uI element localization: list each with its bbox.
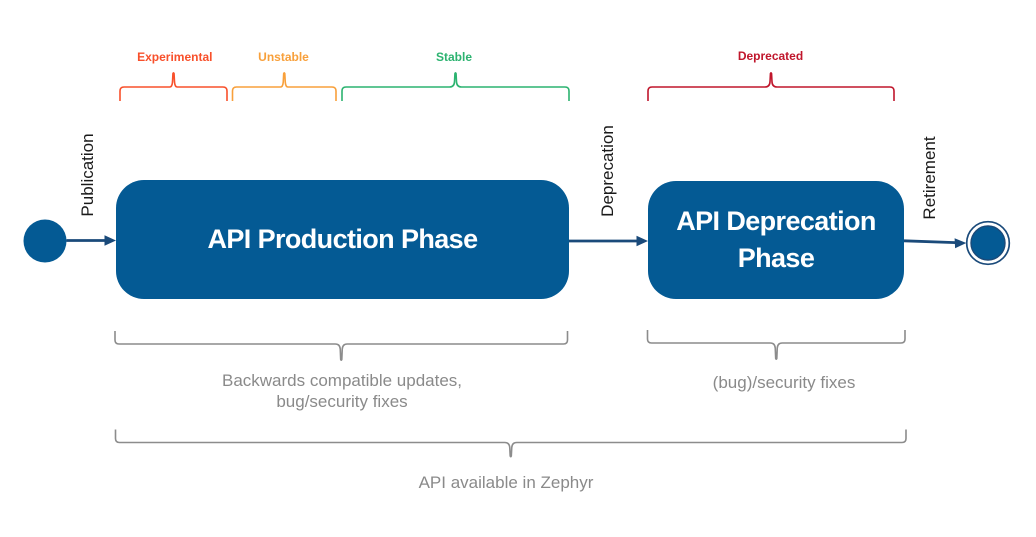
deprecated-label: Deprecated (737, 49, 804, 63)
stable-label: Stable (435, 49, 473, 64)
end-node (965, 220, 1011, 266)
production-note-line2: bug/security fixes (276, 391, 408, 411)
production-note-line1: Backwards compatible updates, (221, 371, 463, 390)
deprecation-label: Deprecation (598, 124, 617, 217)
deprecation-note-brace (646, 330, 906, 361)
production-phase-label: API Production Phase (207, 224, 478, 254)
unstable-label: Unstable (258, 49, 309, 64)
retirement-arrow (903, 238, 967, 249)
start-node (23, 219, 67, 263)
experimental-label: Experimental (137, 49, 213, 64)
experimental-brace (119, 71, 228, 101)
production-note: Backwards compatible updates, bug/securi… (222, 371, 462, 412)
deprecation-phase-box: API Deprecation Phase (648, 181, 904, 299)
production-note-brace (114, 331, 569, 362)
deprecation-note: (bug)/security fixes (712, 373, 856, 392)
retirement-label: Retirement (920, 135, 939, 220)
overall-note: API available in Zephyr (418, 473, 594, 492)
publication-label: Publication (78, 133, 97, 217)
production-phase-box: API Production Phase (116, 180, 569, 299)
publication-arrow (66, 235, 116, 246)
deprecation-phase-label: API Deprecation Phase (676, 206, 876, 273)
unstable-brace (231, 71, 337, 101)
stable-brace (341, 71, 570, 101)
overall-note-brace (114, 429, 907, 458)
deprecation-arrow (569, 235, 648, 247)
deprecated-brace (647, 71, 895, 101)
